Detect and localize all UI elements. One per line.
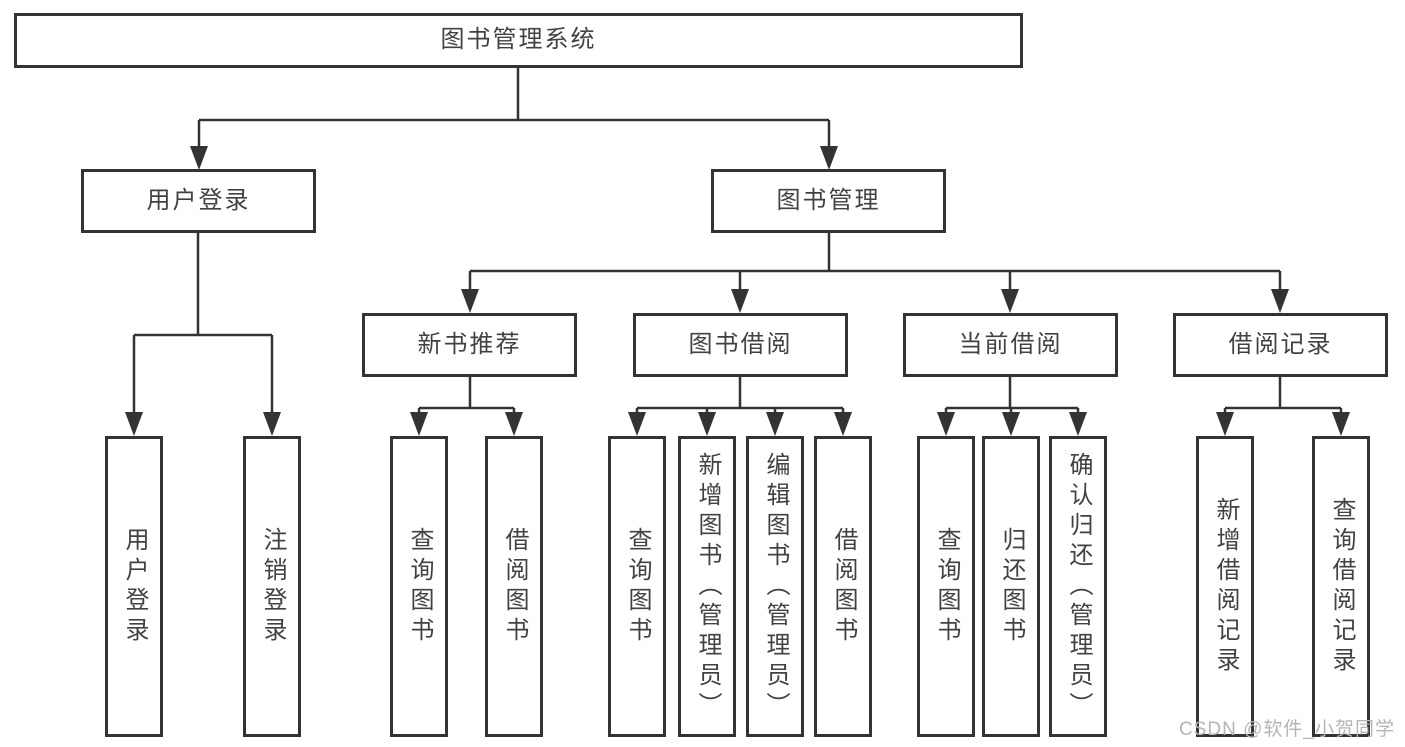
node-label: 新增图书（管理员） (694, 451, 721, 722)
node-library-management-system: 图书管理系统 (14, 13, 1023, 68)
node-label: 用户登录 (121, 526, 148, 647)
node-label: 注销登录 (259, 526, 286, 647)
connector-stems (132, 68, 1343, 416)
node-label: 归还图书 (998, 526, 1025, 647)
leaf-borrow-query-books: 查询图书 (608, 436, 666, 737)
leaf-borrow-borrow-books: 借阅图书 (814, 436, 872, 737)
node-book-borrowing: 图书借阅 (633, 313, 848, 377)
node-label: 借阅图书 (501, 526, 528, 647)
node-label: 新增借阅记录 (1212, 496, 1239, 677)
node-label: 查询图书 (624, 526, 651, 647)
leaf-records-query-borrow-record: 查询借阅记录 (1312, 436, 1370, 737)
node-user-login: 用户登录 (81, 169, 316, 233)
node-label: 查询借阅记录 (1328, 496, 1355, 677)
node-label: 确认归还（管理员） (1065, 451, 1092, 722)
node-label: 借阅记录 (1228, 330, 1333, 358)
node-label: 图书借阅 (688, 330, 793, 358)
node-book-management: 图书管理 (711, 169, 946, 233)
leaf-current-confirm-return-admin: 确认归还（管理员） (1049, 436, 1107, 737)
node-label: 用户登录 (146, 186, 251, 214)
leaf-borrow-add-books-admin: 新增图书（管理员） (678, 436, 736, 737)
node-label: 图书管理 (776, 186, 881, 214)
leaf-records-add-borrow-record: 新增借阅记录 (1196, 436, 1254, 737)
leaf-current-return-books: 归还图书 (982, 436, 1040, 737)
node-label: 新书推荐 (417, 330, 522, 358)
leaf-current-query-books: 查询图书 (917, 436, 975, 737)
leaf-recommend-borrow-books: 借阅图书 (485, 436, 543, 737)
node-label: 编辑图书（管理员） (762, 451, 789, 722)
connector-arrowheads (125, 146, 1350, 436)
node-label: 图书管理系统 (440, 26, 597, 54)
csdn-watermark: CSDN @软件_小贺同学 (1179, 719, 1395, 740)
node-current-borrowing: 当前借阅 (903, 313, 1118, 377)
leaf-logout: 注销登录 (243, 436, 301, 737)
node-label: 当前借阅 (958, 330, 1063, 358)
node-label: 查询图书 (933, 526, 960, 647)
leaf-recommend-query-books: 查询图书 (390, 436, 448, 737)
node-label: 查询图书 (406, 526, 433, 647)
leaf-borrow-edit-books-admin: 编辑图书（管理员） (746, 436, 804, 737)
leaf-user-login: 用户登录 (105, 436, 163, 737)
node-new-book-recommendation: 新书推荐 (362, 313, 577, 377)
node-label: 借阅图书 (830, 526, 857, 647)
node-borrowing-records: 借阅记录 (1173, 313, 1388, 377)
